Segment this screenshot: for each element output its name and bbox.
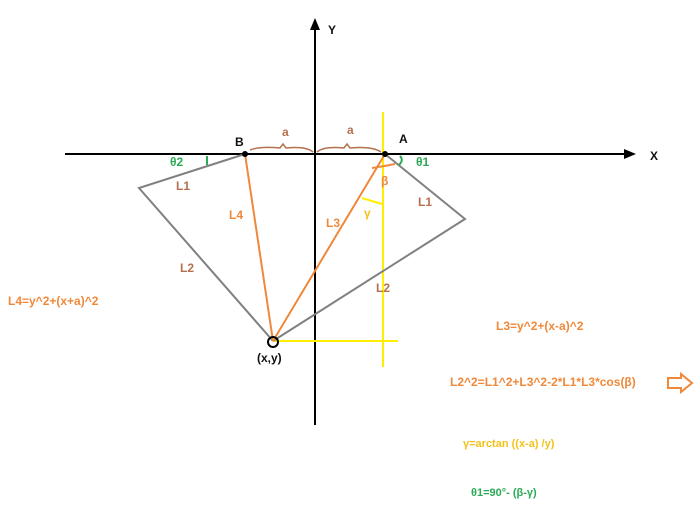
y-axis-arrow-icon: [310, 18, 320, 30]
a-right-label: a: [347, 123, 354, 137]
a-left-label: a: [282, 125, 289, 139]
l4-equation: L4=y^2+(x+a)^2: [8, 294, 99, 308]
brace-left: [249, 142, 314, 153]
gamma-arc: [361, 197, 383, 205]
l1-left-label: L1: [176, 179, 190, 193]
point-p: [267, 336, 279, 348]
y-axis-label: Y: [328, 23, 336, 37]
theta1-label: θ1: [416, 155, 429, 169]
l2-equation: L2^2=L1^2+L3^2-2*L1*L3*cos(β): [450, 375, 636, 389]
gamma-equation: γ=arctan ((x-a) /y): [463, 438, 555, 450]
l4-line: [244, 153, 274, 342]
beta-label: β: [381, 174, 388, 188]
l1-right-label: L1: [418, 195, 432, 209]
theta2-label: θ2: [170, 155, 183, 169]
right-arm: [272, 153, 467, 342]
l2-left-label: L2: [180, 261, 194, 275]
left-arm: [137, 153, 274, 342]
l2-right-label: L2: [376, 281, 390, 295]
x-axis-arrow-icon: [624, 149, 636, 159]
l3-label: L3: [326, 216, 340, 230]
theta1-equation: θ1=90°- (β-γ): [471, 487, 537, 499]
l3-equation: L3=y^2+(x-a)^2: [496, 319, 584, 333]
point-p-label: (x,y): [257, 351, 282, 365]
brace-right: [316, 142, 382, 153]
gamma-label: γ: [364, 206, 371, 220]
point-a-label: A: [399, 132, 408, 146]
l3-line: [272, 153, 386, 342]
point-b: [242, 151, 248, 157]
l4-label: L4: [229, 208, 243, 222]
arrow-right-icon: [667, 371, 694, 395]
point-b-label: B: [235, 135, 244, 149]
theta1-arc: [398, 155, 403, 166]
x-axis-label: X: [650, 149, 658, 163]
beta-arc: [371, 163, 396, 169]
point-a: [382, 151, 388, 157]
